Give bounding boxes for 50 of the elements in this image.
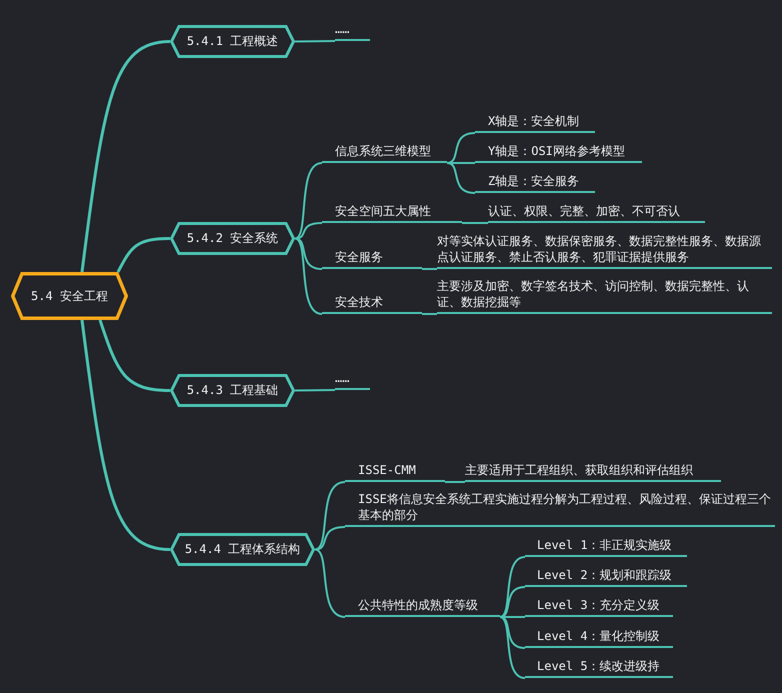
topic-label: …… <box>335 19 370 41</box>
connector-line <box>314 481 346 550</box>
connector-line <box>294 389 336 392</box>
topic-label: 安全技术 <box>322 292 422 314</box>
topic-label: Level 5：续改进级持 <box>525 656 673 678</box>
topic-label: 公共特性的成熟度等级 <box>345 595 500 617</box>
connector-line <box>314 526 346 550</box>
topic-label: Level 2：规划和跟踪级 <box>525 565 687 587</box>
topic-label: 安全空间五大属性 <box>322 201 462 223</box>
connector-line <box>500 616 526 649</box>
topic-label: 主要适用于工程组织、获取组织和评估组织 <box>465 460 721 482</box>
connector-line <box>294 162 322 240</box>
connector-line <box>447 162 475 164</box>
topic-hexagon: 5.4.4 工程体系结构 <box>170 533 315 566</box>
topic-label: Z轴是：安全服务 <box>475 171 595 193</box>
topic-label: 安全服务 <box>322 247 422 269</box>
topic-label: 认证、权限、完整、加密、不可否认 <box>488 201 705 223</box>
topic-label: ISSE将信息安全系统工程实施过程分解为工程过程、风险过程、保证过程三个基本的部分 <box>345 489 775 527</box>
topic-label: Level 4：量化控制级 <box>525 626 673 648</box>
connector-line <box>462 222 488 224</box>
central-topic-hexagon: 5.4 安全工程 <box>11 272 128 320</box>
topic-label: 信息系统三维模型 <box>322 141 447 163</box>
connector-line <box>294 222 322 240</box>
connector-line <box>445 481 465 483</box>
connector-line <box>294 238 322 270</box>
connector-line <box>116 237 170 273</box>
connector-line <box>294 40 336 42</box>
connector-line <box>500 586 526 618</box>
topic-hexagon: 5.4.1 工程概述 <box>170 25 295 58</box>
topic-label: 主要涉及加密、数字签名技术、访问控制、数据完整性、认证、数据挖掘等 <box>437 276 772 314</box>
topic-label: …… <box>335 368 370 390</box>
connector-line <box>500 616 526 679</box>
topic-hexagon: 5.4.2 安全系统 <box>170 222 295 255</box>
connector-line <box>446 162 476 194</box>
topic-label: 对等实体认证服务、数据保密服务、数据完整性服务、数据源点认证服务、禁止否认服务、犯罪证据提供服务 <box>437 231 772 269</box>
topic-label: Level 1：非正规实施级 <box>525 535 687 557</box>
topic-label: Level 3：充分定义级 <box>525 595 673 617</box>
connector-line <box>422 268 437 270</box>
connector-line <box>422 313 437 315</box>
topic-label: X轴是：安全机制 <box>475 111 595 133</box>
connector-line <box>80 320 170 551</box>
connector-line <box>446 132 476 164</box>
topic-label: Y轴是：OSI网络参考模型 <box>475 141 642 163</box>
topic-label: ISSE-CMM <box>345 460 445 482</box>
connector-line <box>294 238 322 315</box>
connector-line <box>314 548 346 618</box>
connector-line <box>80 40 170 272</box>
connector-line <box>98 320 170 392</box>
topic-hexagon: 5.4.3 工程基础 <box>170 374 295 407</box>
connector-line <box>500 556 526 618</box>
